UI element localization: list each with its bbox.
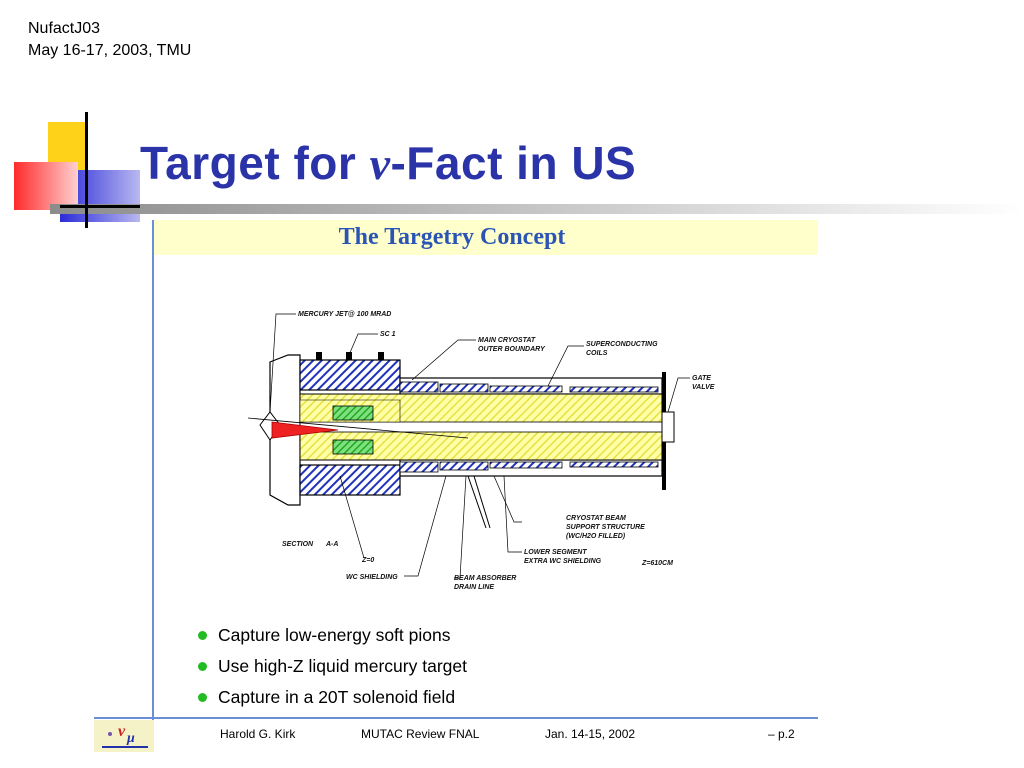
label-gate: GATE <box>692 375 711 382</box>
panel-left-rule <box>152 220 154 720</box>
cryostat-body <box>247 352 675 529</box>
label-coils: COILS <box>586 350 608 357</box>
bullet-list: Capture low-energy soft pions Use high-Z… <box>198 624 467 717</box>
label-drain-line: DRAIN LINE <box>454 584 494 591</box>
label-superconducting: SUPERCONDUCTING <box>586 341 658 348</box>
label-section: SECTION <box>282 541 314 548</box>
bullet-item: Use high-Z liquid mercury target <box>198 655 467 686</box>
label-z610: Z=610CM <box>641 560 673 567</box>
footer-page-number: – p.2 <box>768 727 795 741</box>
label-main-cryostat: MAIN CRYOSTAT <box>478 337 536 344</box>
conference-date: May 16-17, 2003, TMU <box>28 42 192 59</box>
slide-title: Target for ν-Fact in US <box>140 136 636 190</box>
panel-heading: The Targetry Concept <box>338 224 566 250</box>
label-beam-absorber: BEAM ABSORBER <box>454 575 516 582</box>
footer-date: Jan. 14-15, 2002 <box>545 727 636 741</box>
title-nu-symbol: ν <box>369 138 391 189</box>
bullet-item: Capture low-energy soft pions <box>198 624 467 655</box>
label-wch2o-filled: (WC/H2O FILLED) <box>566 533 626 540</box>
label-extra-wc-shielding: EXTRA WC SHIELDING <box>524 558 602 565</box>
bullet-text: Capture low-energy soft pions <box>218 625 451 645</box>
bullet-dot-icon <box>198 631 207 640</box>
bullet-dot-icon <box>198 693 207 702</box>
conference-name: NufactJ03 <box>28 20 101 37</box>
label-mercury-jet: MERCURY JET@ 100 MRAD <box>298 311 391 318</box>
diagram-labels: MERCURY JET@ 100 MRAD SC 1 MAIN CRYOSTAT… <box>282 311 715 591</box>
label-wc-shielding: WC SHIELDING <box>346 574 398 581</box>
bullet-text: Capture in a 20T solenoid field <box>218 687 456 707</box>
bullet-item: Capture in a 20T solenoid field <box>198 686 467 717</box>
panel-heading-band <box>152 220 818 255</box>
label-sc1: SC 1 <box>380 331 396 338</box>
collaboration-logo-icon: ν μ <box>94 720 154 752</box>
title-suffix: -Fact in US <box>390 137 637 189</box>
footer-rule <box>94 717 818 719</box>
label-z0: Z=0 <box>361 557 374 564</box>
bullet-dot-icon <box>198 662 207 671</box>
content-panel: The Targetry Concept <box>152 220 818 720</box>
title-decoration <box>14 112 1024 228</box>
targetry-diagram: MERCURY JET@ 100 MRAD SC 1 MAIN CRYOSTAT… <box>247 311 715 591</box>
footer-author: Harold G. Kirk <box>220 727 296 741</box>
diagram-leaders <box>269 313 690 579</box>
svg-text:μ: μ <box>126 731 135 746</box>
svg-text:ν: ν <box>118 723 126 740</box>
label-cryostat-beam: CRYOSTAT BEAM <box>566 515 626 522</box>
label-aa: A-A <box>325 541 338 548</box>
bullet-text: Use high-Z liquid mercury target <box>218 656 467 676</box>
label-lower-segment: LOWER SEGMENT <box>524 549 587 556</box>
label-valve: VALVE <box>692 384 715 391</box>
footer-event: MUTAC Review FNAL <box>361 727 480 741</box>
title-prefix: Target for <box>140 137 370 189</box>
label-outer-boundary: OUTER BOUNDARY <box>478 346 546 353</box>
label-support-structure: SUPPORT STRUCTURE <box>566 524 645 531</box>
